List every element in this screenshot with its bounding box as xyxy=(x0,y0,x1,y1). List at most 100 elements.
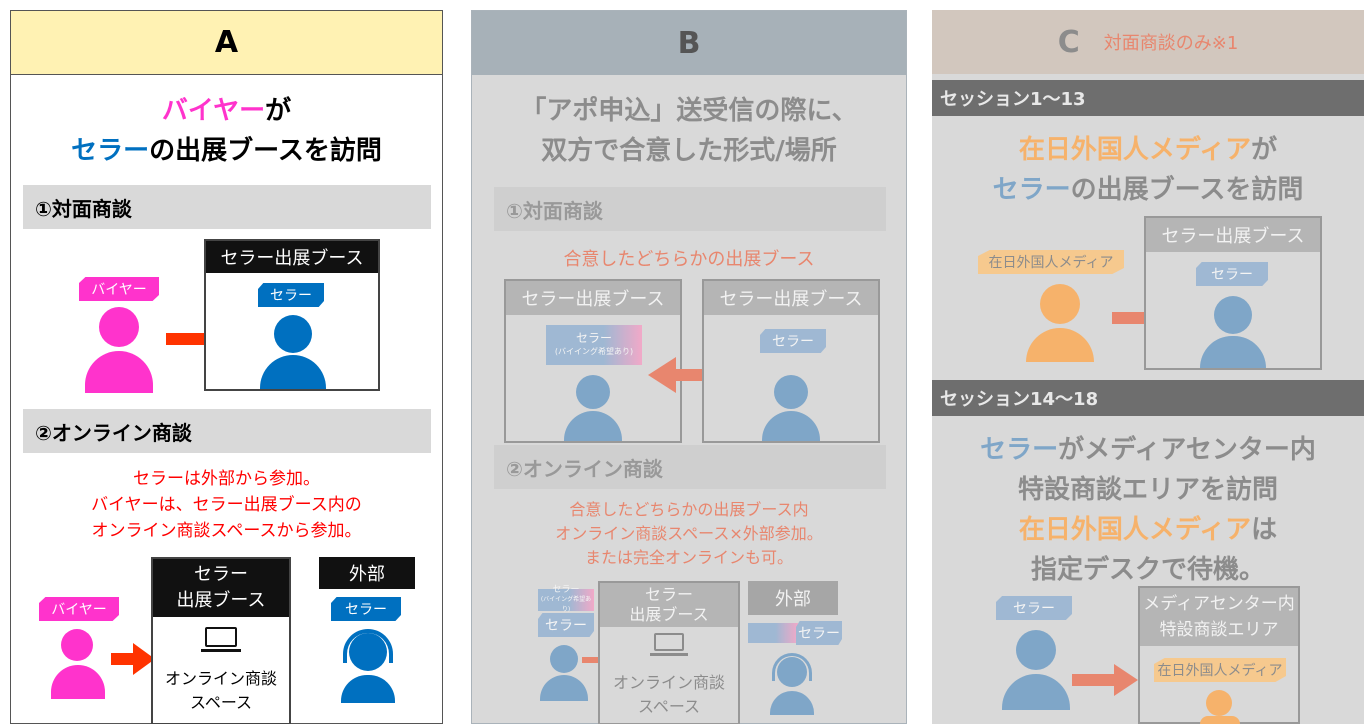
booth-online-line2: 出展ブース xyxy=(176,590,266,611)
buyer-tag-online-label: バイヤー xyxy=(51,602,107,618)
b-seller-right-icon xyxy=(774,375,808,409)
column-c-header-note: 対面商談のみ※1 xyxy=(1103,33,1239,54)
b-seller-tag-left: セラー (バイイング希望あり) xyxy=(546,325,642,365)
column-a: A バイヤーが セラーの出展ブースを訪問 ①対面商談 バイヤー セラー出展ブース… xyxy=(10,10,443,724)
c-media-tag: 在日外国人メディア xyxy=(978,250,1124,274)
c-media-person-icon xyxy=(1040,284,1080,324)
buyer-tag-label: バイヤー xyxy=(91,282,147,298)
b-seller-online-body xyxy=(540,675,588,701)
b-booth-right-label-text: セラー出展ブース xyxy=(719,289,863,310)
c-title2-seller: セラー xyxy=(980,435,1059,465)
column-b-header: B xyxy=(472,11,906,75)
session-1-13-bar: セッション1〜13 xyxy=(932,80,1364,116)
c-media-area-line1: メディアセンター内 xyxy=(1143,594,1295,614)
online-note-line2: バイヤーは、セラー出展ブース内の xyxy=(91,495,362,515)
seller-tag: セラー xyxy=(258,283,324,307)
b-seller-tag-ext-small xyxy=(748,623,798,643)
b-seller-right-body xyxy=(762,411,820,441)
b-booth-right: セラー出展ブース セラー xyxy=(702,279,880,443)
b-note1: 合意したどちらかの出展ブース xyxy=(472,243,906,273)
external-label: 外部 xyxy=(319,557,415,589)
c-seller-booth-label-text: セラー出展ブース xyxy=(1161,226,1305,247)
b-seller-tag-right-label: セラー xyxy=(772,334,814,350)
seller-booth-online-label: セラー 出展ブース xyxy=(153,559,289,617)
c-title1-media: 在日外国人メディア xyxy=(1018,135,1252,165)
c-seller-booth-label: セラー出展ブース xyxy=(1146,218,1320,252)
c-title2-line2: 特設商談エリアを訪問 xyxy=(1017,475,1278,505)
b-online-arrow-icon xyxy=(582,657,602,663)
section-online-label: ②オンライン商談 xyxy=(35,420,192,445)
c-title2-ha: は xyxy=(1251,515,1278,545)
column-b-title-line1: 「アポ申込」送受信の際に、 xyxy=(520,96,858,126)
buyer-tag: バイヤー xyxy=(79,277,159,301)
c-seller2-person-body xyxy=(1002,674,1070,710)
b-laptop-icon xyxy=(650,633,688,659)
b-external-label-text: 外部 xyxy=(775,589,811,610)
title-seller: セラー xyxy=(71,136,150,166)
headset-person-icon xyxy=(341,629,395,703)
seller-booth-label: セラー出展ブース xyxy=(206,241,378,273)
b-seller-tag: セラー xyxy=(538,613,594,637)
b-booth-left-label: セラー出展ブース xyxy=(506,281,680,315)
c-media-tag2: 在日外国人メディア xyxy=(1154,658,1286,682)
seller-tag-label: セラー xyxy=(270,288,312,304)
column-c-title1: 在日外国人メディアが セラーの出展ブースを訪問 xyxy=(932,128,1364,212)
b-online-space-line1: オンライン商談 xyxy=(612,673,725,692)
c-seller-booth: セラー出展ブース セラー xyxy=(1144,216,1322,370)
seller-booth-online: セラー 出展ブース オンライン商談 スペース xyxy=(151,557,291,724)
b-seller-left-body xyxy=(564,411,622,441)
c-title1-rest: の出展ブースを訪問 xyxy=(1070,175,1304,205)
c-media-person-body xyxy=(1026,328,1094,362)
b-seller-online-icon xyxy=(550,645,578,673)
title-ga: が xyxy=(265,96,292,126)
b-seller-tag-small-label: セラー xyxy=(552,585,580,595)
section-face-to-face-label: ①対面商談 xyxy=(35,196,132,221)
column-b: B 「アポ申込」送受信の際に、 双方で合意した形式/場所 ①対面商談 合意したど… xyxy=(471,10,907,724)
c-media-tag-label: 在日外国人メディア xyxy=(988,255,1114,271)
c-seller2-person-icon xyxy=(1016,630,1056,670)
online-note-line3: オンライン商談スペースから参加。 xyxy=(91,521,362,541)
c-media-tag2-label: 在日外国人メディア xyxy=(1157,663,1283,679)
c-seller-person-body xyxy=(1200,336,1266,368)
b-seller-tag-right: セラー xyxy=(760,329,826,353)
external-label-text: 外部 xyxy=(349,564,385,585)
column-a-title: バイヤーが セラーの出展ブースを訪問 xyxy=(11,91,442,171)
column-a-header-label: A xyxy=(214,25,239,60)
booth-online-line1: セラー xyxy=(194,564,248,585)
b-booth-online-label: セラー 出展ブース xyxy=(600,583,738,627)
c-media-area-label: メディアセンター内 特設商談エリア xyxy=(1140,588,1298,646)
c-media-area: メディアセンター内 特設商談エリア 在日外国人メディア xyxy=(1138,586,1300,724)
title-rest: の出展ブースを訪問 xyxy=(149,136,382,166)
b-seller-tag-label: セラー xyxy=(545,618,587,634)
column-c-title2: セラーがメディアセンター内 特設商談エリアを訪問 在日外国人メディアは 指定デス… xyxy=(932,428,1364,592)
session-14-18-label: セッション14〜18 xyxy=(940,389,1099,410)
buyer-online-person-body xyxy=(51,665,105,699)
buyer-person-icon xyxy=(99,307,139,347)
b-booth-online: セラー 出展ブース オンライン商談 スペース xyxy=(598,581,740,724)
b-seller-tag-ext-label: セラー xyxy=(798,626,840,642)
column-c-header: C 対面商談のみ※1 xyxy=(932,10,1364,74)
c-title2-rest: がメディアセンター内 xyxy=(1058,435,1316,465)
column-c: C 対面商談のみ※1 セッション1〜13 在日外国人メディアが セラーの出展ブー… xyxy=(932,10,1364,724)
b-external-label: 外部 xyxy=(748,581,838,615)
b-note2: 合意したどちらかの出展ブース内 オンライン商談スペース×外部参加。 または完全オ… xyxy=(472,495,906,573)
laptop-icon xyxy=(201,627,241,655)
buyer-online-person-icon xyxy=(61,629,93,661)
seller-person-icon xyxy=(274,315,312,353)
seller-booth: セラー出展ブース セラー xyxy=(204,239,380,391)
c-seller-tag: セラー xyxy=(1196,262,1268,286)
arrow-icon xyxy=(166,333,211,345)
b-note2-line2: オンライン商談スペース×外部参加。 xyxy=(555,524,823,543)
b-section-face-to-face: ①対面商談 xyxy=(494,187,886,231)
c-arrow2-head-icon xyxy=(1114,664,1138,696)
b-note2-line1: 合意したどちらかの出展ブース内 xyxy=(569,500,809,519)
column-a-header: A xyxy=(11,11,442,75)
seller-tag-external-label: セラー xyxy=(345,602,387,618)
session-14-18-bar: セッション14〜18 xyxy=(932,380,1364,416)
b-online-space-line2: スペース xyxy=(637,697,701,716)
buyer-tag-online: バイヤー xyxy=(39,597,119,621)
b-seller-tag-left-label: セラー xyxy=(575,331,612,345)
b-note2-line3: または完全オンラインも可。 xyxy=(584,548,793,567)
b-section-online: ②オンライン商談 xyxy=(494,445,886,489)
column-b-title-line2: 双方で合意した形式/場所 xyxy=(541,136,837,166)
